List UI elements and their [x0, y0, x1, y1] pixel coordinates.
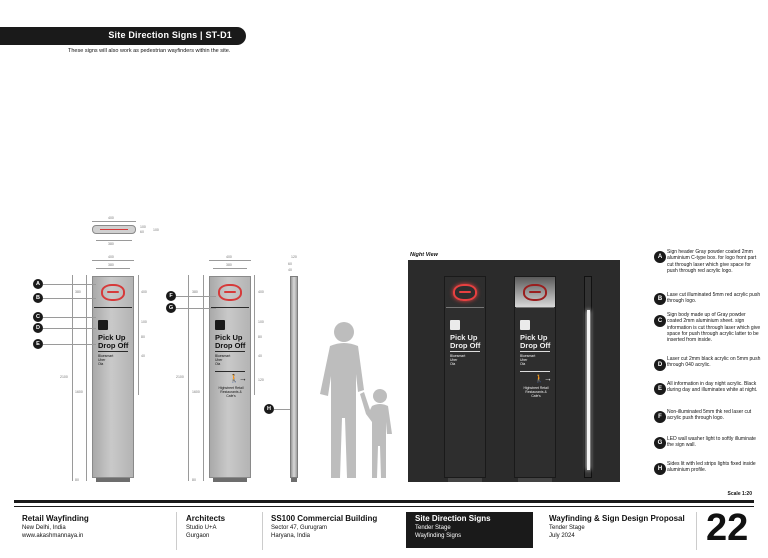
- walk-arrow-icon: 🚶→: [534, 374, 552, 383]
- footer-project: Retail Wayfinding New Delhi, India www.a…: [22, 514, 89, 539]
- sheet-title-bar: Site Direction Signs | ST-D1: [0, 27, 246, 45]
- human-silhouette-icon: [320, 322, 392, 478]
- footer-proposal: Wayfinding & Sign Design Proposal Tender…: [549, 514, 685, 539]
- transport-pictogram-icon: [98, 320, 108, 330]
- transport-pictogram-icon: [450, 320, 460, 330]
- transport-pictogram-icon: [215, 320, 225, 330]
- callout-tag-h: H: [264, 404, 274, 414]
- walk-arrow-icon: 🚶→: [229, 374, 247, 383]
- callout-tag-g: G: [166, 303, 176, 313]
- sheet-title: Site Direction Signs | ST-D1: [108, 30, 232, 40]
- footer-architects: Architects Studio U+A Gurgaon: [186, 514, 226, 539]
- callout-tag-c: C: [33, 312, 43, 322]
- footer-sheet-box: [406, 512, 533, 548]
- callout-tag-e: E: [33, 339, 43, 349]
- page-number: 22: [706, 507, 749, 549]
- footer-sheet: Site Direction Signs Tender Stage Wayfin…: [415, 514, 491, 539]
- footer-rule-thin: [14, 506, 754, 507]
- night-view-label: Night View: [410, 252, 438, 258]
- footer-building: SS100 Commercial Building Sector 47, Gur…: [271, 514, 378, 539]
- footer-rule-thick: [14, 500, 754, 503]
- callout-tag-b: B: [33, 293, 43, 303]
- drawing-scale: Scale 1:20: [727, 491, 752, 497]
- sheet-subtitle: These signs will also work as pedestrian…: [68, 48, 231, 54]
- callout-tag-f: F: [166, 291, 176, 301]
- callout-tag-d: D: [33, 323, 43, 333]
- transport-pictogram-icon: [520, 320, 530, 330]
- callout-tag-a: A: [33, 279, 43, 289]
